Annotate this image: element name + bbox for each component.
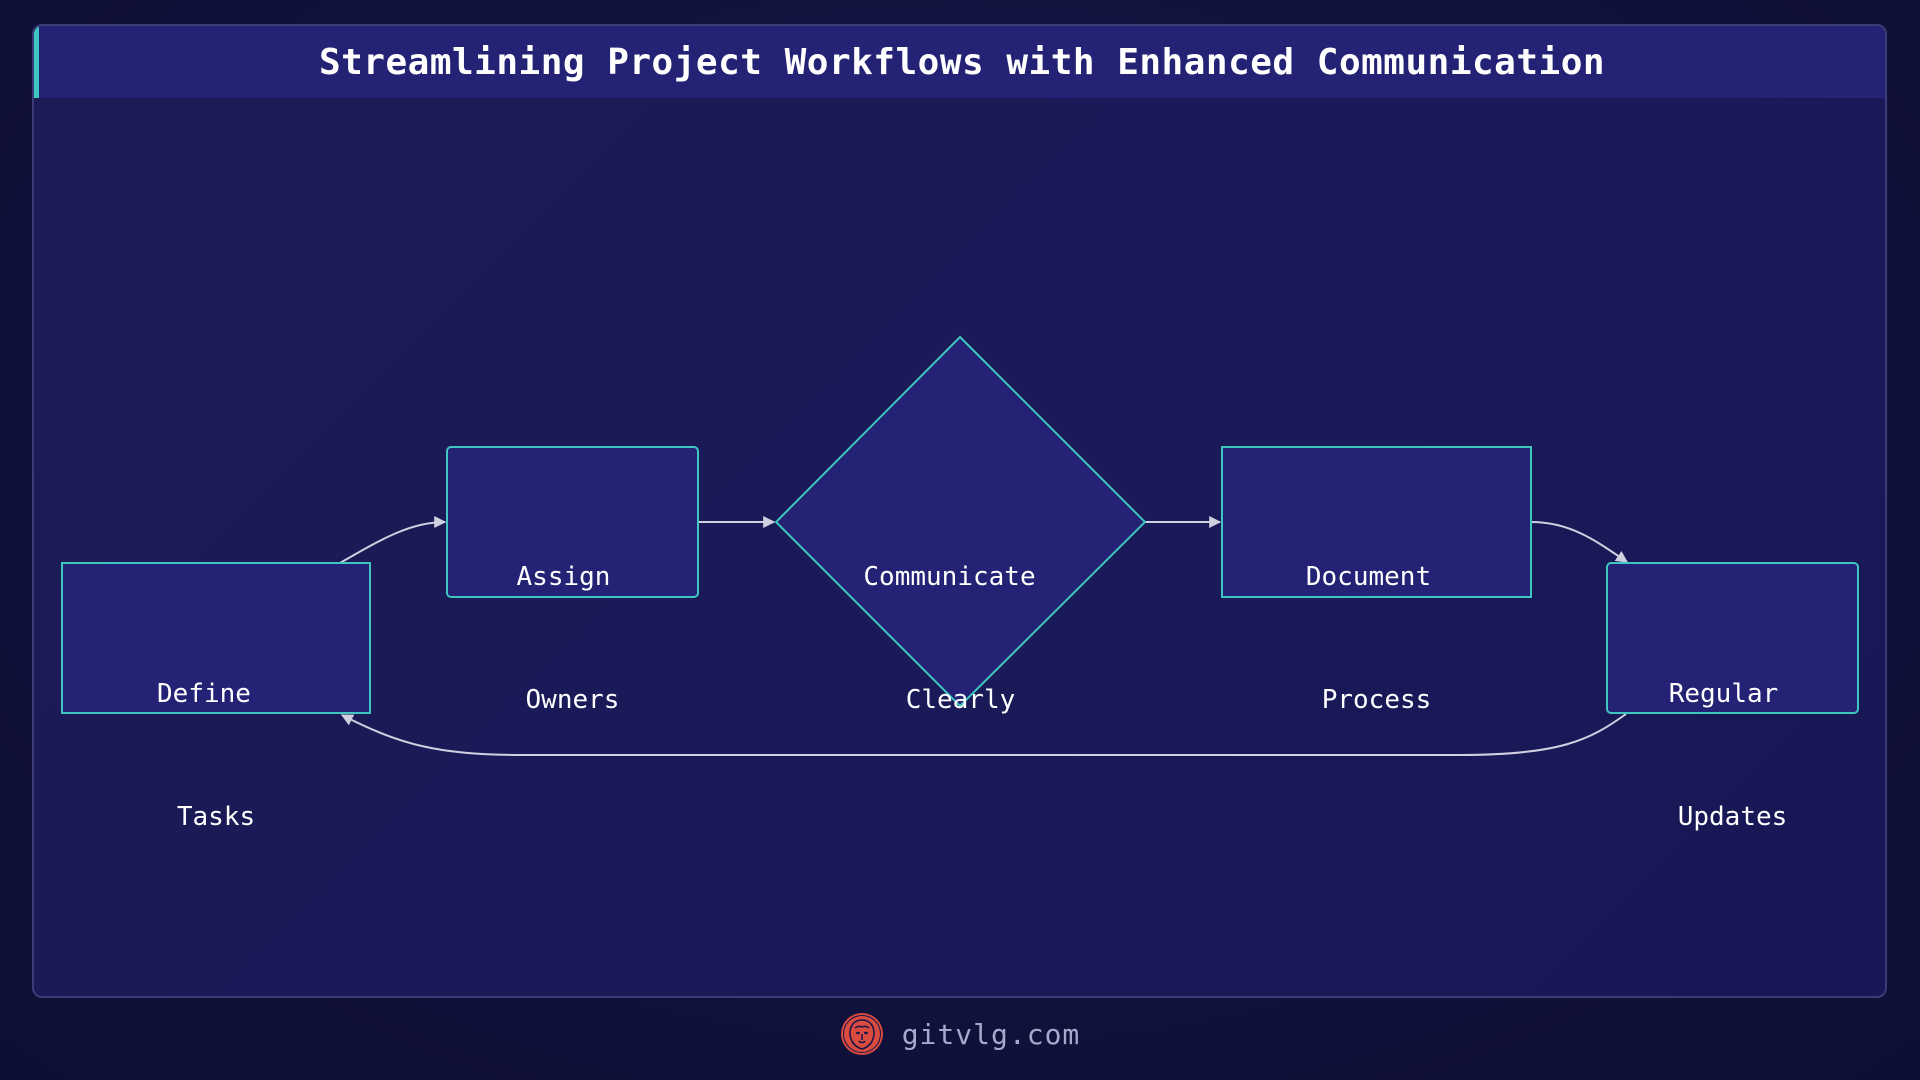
node-label-line: Clearly — [905, 685, 1016, 715]
node-label-line: Process — [1321, 685, 1432, 715]
node-label-define-tasks: Define Tasks — [62, 592, 370, 920]
node-label-line: Document — [1305, 562, 1432, 592]
node-label-line: Tasks — [176, 802, 256, 832]
node-label-line: Define — [157, 679, 251, 709]
footer-site-link[interactable]: gitvlg.com — [901, 1017, 1081, 1051]
node-regular-updates — [1606, 562, 1859, 714]
node-label-assign-owners: Assign Owners — [447, 475, 698, 803]
edge-document-to-updates — [1530, 521, 1628, 563]
node-label-line: Assign — [516, 562, 611, 592]
diagram-card: Streamlining Project Workflows with Enha… — [32, 24, 1887, 998]
edge-updates-to-define — [340, 713, 1627, 756]
page-title: Streamlining Project Workflows with Enha… — [318, 41, 1606, 83]
node-assign-owners — [446, 446, 699, 598]
node-label-line: Updates — [1677, 802, 1788, 832]
node-document-process — [1221, 446, 1532, 598]
footer: gitvlg.com — [0, 1012, 1920, 1056]
edge-define-to-assign — [339, 516, 447, 564]
node-label-communicate-clearly: Communicate Clearly — [776, 475, 1145, 803]
node-label-regular-updates: Regular Updates — [1607, 592, 1858, 920]
node-label-document-process: Document Process — [1222, 475, 1531, 803]
node-label-line: Owners — [525, 685, 620, 715]
node-define-tasks — [61, 562, 371, 714]
node-label-line: Regular — [1668, 679, 1779, 709]
lion-head-icon — [840, 1013, 883, 1055]
node-communicate-clearly — [774, 335, 1147, 708]
node-label-line: Communicate — [863, 562, 1036, 592]
card-header: Streamlining Project Workflows with Enha… — [34, 26, 1885, 98]
